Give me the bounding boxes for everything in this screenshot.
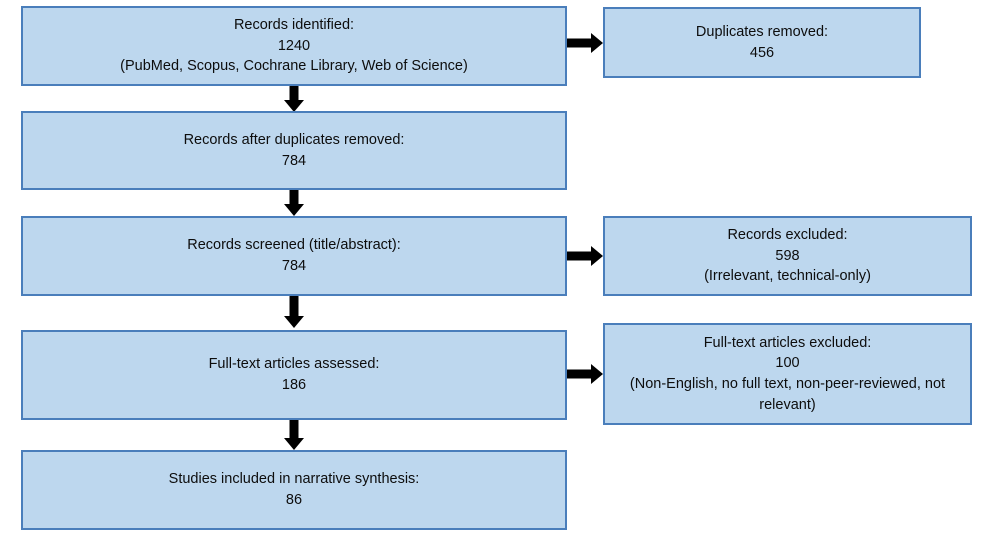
box-records-identified-line-1: Records identified:: [233, 17, 355, 34]
box-fulltext-excluded: Full-text articles excluded: 100 (Non-En…: [603, 323, 972, 425]
box-records-excluded-line-2: 598: [775, 247, 800, 264]
box-studies-included: Studies included in narrative synthesis:…: [21, 450, 567, 530]
box-studies-included-line-2: 86: [285, 492, 303, 508]
box-records-excluded-line-1: Records excluded:: [727, 227, 848, 244]
box-duplicates-removed-line-2: 456: [749, 44, 775, 61]
box-fulltext-assessed-line-1: Full-text articles assessed:: [208, 356, 380, 373]
box-records-after-duplicates-line-2: 784: [281, 152, 307, 169]
box-records-screened-line-2: 784: [281, 258, 307, 274]
box-records-excluded: Records excluded: 598 (Irrelevant, techn…: [603, 216, 972, 296]
box-records-identified-line-3: (PubMed, Scopus, Cochrane Library, Web o…: [120, 58, 468, 75]
box-records-after-duplicates-line-1: Records after duplicates removed:: [183, 131, 405, 148]
box-fulltext-excluded-line-2: 100: [775, 355, 800, 372]
box-fulltext-assessed: Full-text articles assessed: 186: [21, 330, 567, 420]
box-records-screened: Records screened (title/abstract): 784: [21, 216, 567, 296]
box-fulltext-excluded-line-1: Full-text articles excluded:: [703, 334, 872, 351]
box-studies-included-line-1: Studies included in narrative synthesis:: [168, 471, 420, 488]
box-duplicates-removed-line-1: Duplicates removed:: [695, 23, 829, 40]
box-fulltext-excluded-line-3: (Non-English, no full text, non-peer-rev…: [629, 376, 946, 413]
box-records-screened-line-1: Records screened (title/abstract):: [187, 237, 401, 254]
box-duplicates-removed: Duplicates removed: 456: [603, 7, 921, 78]
box-records-identified-line-2: 1240: [277, 37, 311, 54]
box-records-after-duplicates: Records after duplicates removed: 784: [21, 111, 567, 190]
box-records-identified: Records identified: 1240 (PubMed, Scopus…: [21, 6, 567, 86]
box-records-excluded-line-3: (Irrelevant, technical-only): [704, 268, 871, 285]
box-fulltext-assessed-line-2: 186: [281, 377, 307, 393]
